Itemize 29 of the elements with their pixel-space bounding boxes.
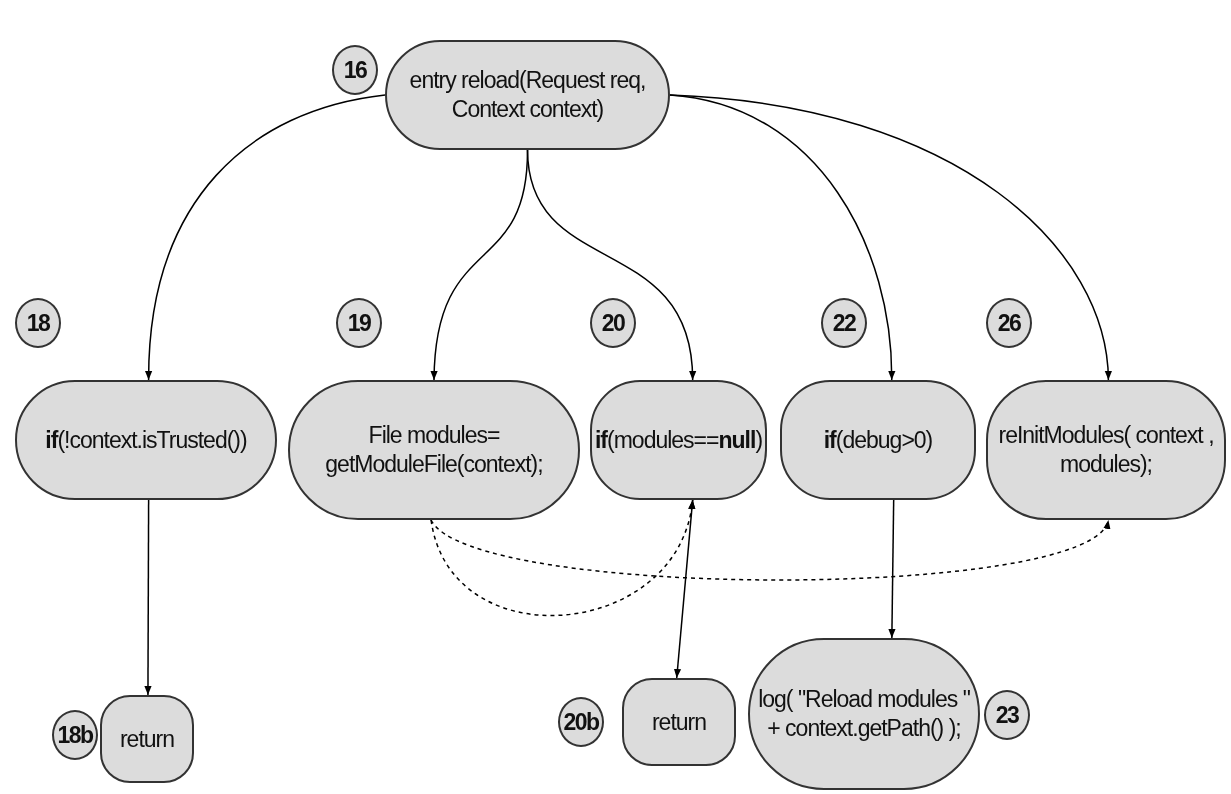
line-number-badge: 19: [336, 298, 382, 348]
code-text: log( "Reload modules " + context.getPath() );: [757, 685, 971, 743]
statement-node: [780, 380, 976, 500]
dashed-arrow: [430, 519, 1110, 581]
statement-node: [100, 695, 194, 783]
code-text: if(modules==null): [593, 425, 764, 455]
arrow: [526, 149, 696, 381]
line-number-badge: 16: [332, 45, 378, 95]
line-number-badge: 23: [984, 690, 1030, 740]
arrow: [144, 499, 152, 696]
line-number-badge: 22: [821, 298, 867, 348]
code-text: File modules= getModuleFile(context);: [324, 421, 544, 479]
code-text: if(debug>0): [822, 425, 934, 455]
statement-node: [622, 678, 736, 766]
statement-node: [590, 380, 767, 500]
line-number-badge: 18: [15, 298, 61, 348]
code-text: reInitModules( context , modules);: [997, 421, 1215, 479]
code-text: return: [118, 724, 176, 754]
arrow: [888, 499, 896, 639]
code-text: return: [650, 707, 708, 737]
code-text: entry reload(Request req, Context context): [408, 66, 647, 124]
line-number-badge: 18b: [52, 710, 98, 760]
arrow: [669, 94, 1112, 381]
line-number-badge: 20b: [558, 697, 604, 747]
line-number-badge: 26: [986, 298, 1032, 348]
arrow: [145, 94, 386, 381]
line-number-badge: 20: [590, 298, 636, 348]
arrow: [673, 499, 696, 679]
code-text: if(!context.isTrusted()): [44, 425, 248, 455]
